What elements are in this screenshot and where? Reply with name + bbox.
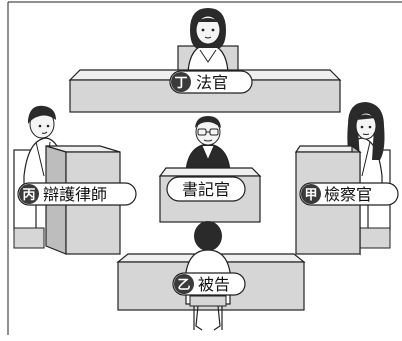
defense-marker-badge: [19, 184, 39, 204]
judge-marker: 丁: [174, 76, 187, 91]
judge-marker-badge: [171, 72, 191, 92]
defendant-marker-badge: [174, 274, 194, 294]
defendant-name: 被告: [198, 275, 230, 294]
defense-label: 丙 辯護律師: [17, 182, 137, 206]
clerk-label: 書記官: [166, 176, 246, 202]
defense-marker: 丙: [22, 188, 35, 203]
defendant-label: 乙 被告: [172, 272, 246, 296]
judge-figure: [177, 8, 239, 73]
prosecutor-name: 檢察官: [324, 185, 372, 204]
clerk-figure: [185, 116, 231, 173]
prosecutor-label: 甲 檢察官: [299, 182, 399, 206]
defendant-marker: 乙: [177, 278, 190, 293]
defense-name: 辯護律師: [43, 185, 107, 204]
prosecutor-marker-badge: [301, 184, 321, 204]
judge-label: 丁 法官: [169, 70, 253, 94]
prosecutor-marker: 甲: [304, 188, 317, 203]
judge-name: 法官: [196, 73, 228, 92]
clerk-name: 書記官: [182, 180, 230, 199]
